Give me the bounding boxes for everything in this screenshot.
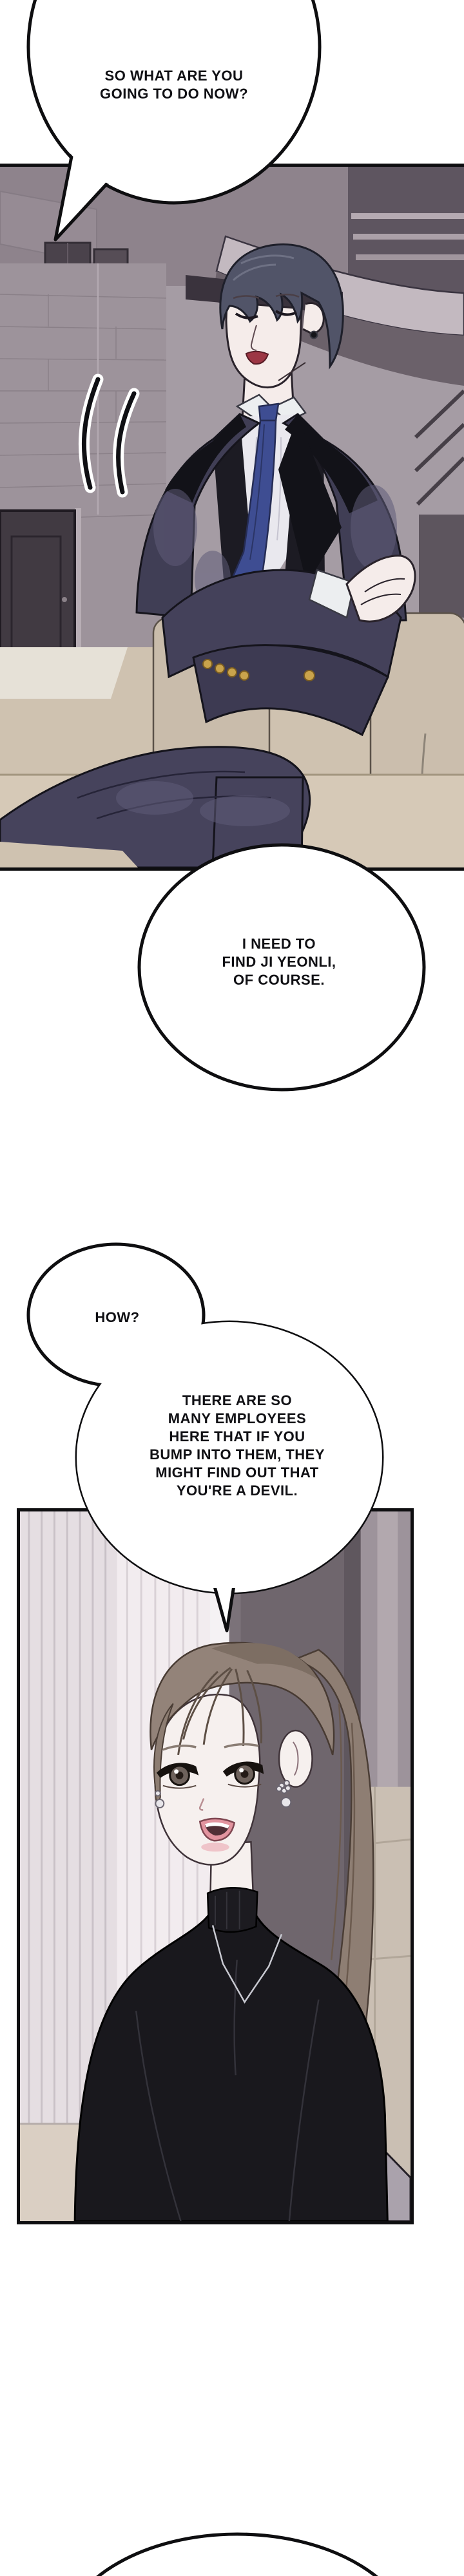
- hand: [345, 554, 416, 623]
- bubble-2-line-1: I NEED TO: [242, 936, 316, 952]
- eyebrows: [162, 1743, 259, 1751]
- bubble-4-text: THERE ARE SO MANY EMPLOYEES HERE THAT IF…: [150, 1392, 325, 1500]
- motion-lines: [78, 374, 140, 498]
- panel-woman-turtleneck: [17, 1508, 414, 2224]
- jacket-lapel: [165, 414, 246, 503]
- speech-bubble-5: [96, 2532, 378, 2576]
- man-hair: [219, 243, 344, 370]
- open-mouth: [198, 1817, 236, 1852]
- staircase-rail: [414, 389, 464, 618]
- gold-buttons: [202, 659, 315, 681]
- bubble-4-line-3: HERE THAT IF YOU: [169, 1428, 305, 1444]
- ear: [278, 1729, 313, 1788]
- eyes: [156, 1761, 264, 1789]
- bubble-1-line-1: SO WHAT ARE YOU: [104, 68, 244, 84]
- bubble-4-line-4: BUMP INTO THEM, THEY: [150, 1446, 325, 1463]
- suit-jacket: [135, 413, 261, 619]
- shirt-cuff: [308, 569, 356, 619]
- bubble-3-text: HOW?: [95, 1309, 139, 1327]
- mouth: [245, 350, 269, 365]
- turtleneck-collar: [206, 1887, 258, 1933]
- bubble-4-line-5: MIGHT FIND OUT THAT: [155, 1464, 319, 1481]
- earrings: [154, 1779, 292, 1808]
- bubble-2-line-2: FIND JI YEONLI,: [222, 954, 336, 970]
- panel-1-illustration: [0, 167, 464, 867]
- hair-strands: [177, 1667, 263, 1756]
- panel-man-on-couch: [0, 164, 464, 871]
- bubble-4-line-2: MANY EMPLOYEES: [168, 1410, 307, 1426]
- nose: [198, 1798, 205, 1811]
- closed-eye-right: [275, 310, 297, 316]
- bubble-1-text: SO WHAT ARE YOU GOING TO DO NOW?: [100, 67, 248, 103]
- man-in-suit: [0, 243, 416, 867]
- bubble-3-line-1: HOW?: [95, 1309, 140, 1325]
- closed-eye-left: [235, 312, 258, 319]
- man-face: [219, 243, 344, 389]
- panel-2-illustration: [20, 1511, 411, 2221]
- bubble-2-line-3: OF COURSE.: [233, 972, 325, 988]
- bubble-4-line-1: THERE ARE SO: [182, 1392, 293, 1408]
- woman-hair: [150, 1642, 335, 1756]
- bubble-1-line-2: GOING TO DO NOW?: [99, 86, 249, 102]
- bubble-2-text: I NEED TO FIND JI YEONLI, OF COURSE.: [222, 935, 336, 989]
- door-knob: [62, 597, 67, 602]
- necklace: [211, 1925, 283, 2004]
- woman: [73, 1642, 411, 2221]
- bubble-4-line-6: YOU'RE A DEVIL.: [176, 1482, 298, 1499]
- earring: [309, 330, 318, 339]
